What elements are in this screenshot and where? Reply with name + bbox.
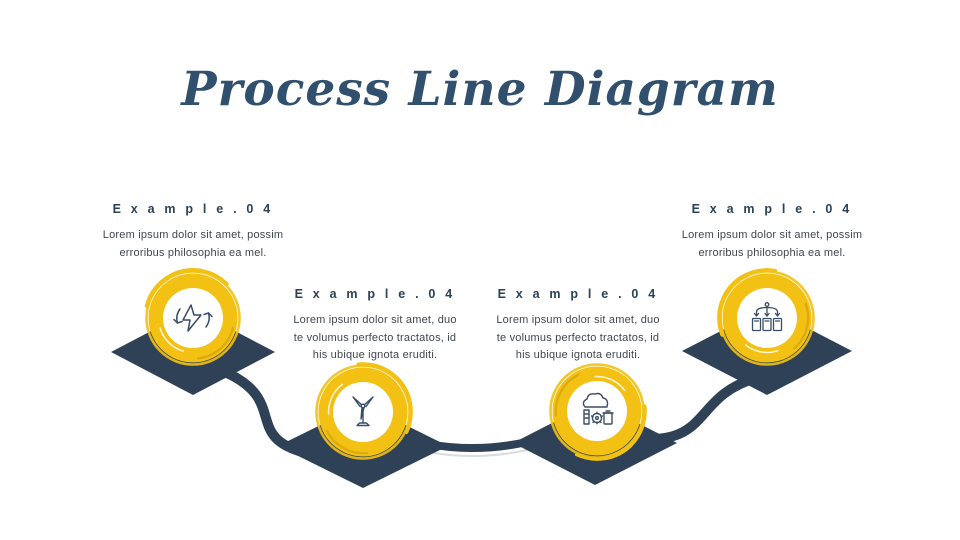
step4-body-line: Lorem ipsum dolor sit amet, possim: [681, 229, 863, 241]
wind-turbine-icon: [352, 396, 374, 427]
step4-body-line: erroribus philosophia ea mel.: [698, 246, 846, 259]
node-step3: [537, 351, 657, 472]
step3-body-line: te volumus perfecto tractatos, id: [496, 331, 660, 344]
factory-emissions-icon: [582, 392, 614, 425]
node-step1: [147, 270, 240, 365]
step2-heading: E x a m p l e . 0 4: [294, 287, 456, 301]
step3-body-line: Lorem ipsum dolor sit amet, duo: [496, 314, 660, 326]
node-step2: [303, 352, 424, 472]
step2-body: Lorem ipsum dolor sit amet, duo te volum…: [285, 312, 465, 365]
step1-heading: E x a m p l e . 0 4: [112, 202, 274, 216]
energy-lightning-icon: [173, 304, 213, 332]
step3-body-line: his ubique ignota eruditi.: [515, 349, 641, 361]
step2-body-line: Lorem ipsum dolor sit amet, duo: [293, 314, 457, 326]
step3-text-block: E x a m p l e . 0 4 Lorem ipsum dolor si…: [488, 287, 668, 365]
slide-title: Process Line Diagram: [181, 62, 779, 117]
step2-body-line: te volumus perfecto tractatos, id: [293, 331, 457, 344]
step4-body: Lorem ipsum dolor sit amet, possim error…: [652, 227, 892, 262]
step1-body-line: Lorem ipsum dolor sit amet, possim: [102, 229, 284, 241]
connector-shadow: [427, 449, 528, 458]
step4-heading: E x a m p l e . 0 4: [691, 202, 853, 216]
step1-text-block: E x a m p l e . 0 4 Lorem ipsum dolor si…: [73, 202, 313, 262]
node-step4: [701, 252, 831, 383]
distribution-bins-icon: [751, 302, 783, 332]
step3-heading: E x a m p l e . 0 4: [497, 287, 659, 301]
step2-text-block: E x a m p l e . 0 4 Lorem ipsum dolor si…: [285, 287, 465, 365]
brush-circle: [147, 270, 240, 365]
step1-body-line: erroribus philosophia ea mel.: [119, 246, 267, 259]
step3-body: Lorem ipsum dolor sit amet, duo te volum…: [488, 312, 668, 365]
step2-body-line: his ubique ignota eruditi.: [312, 349, 438, 361]
step4-text-block: E x a m p l e . 0 4 Lorem ipsum dolor si…: [652, 202, 892, 262]
step1-body: Lorem ipsum dolor sit amet, possim error…: [73, 227, 313, 262]
